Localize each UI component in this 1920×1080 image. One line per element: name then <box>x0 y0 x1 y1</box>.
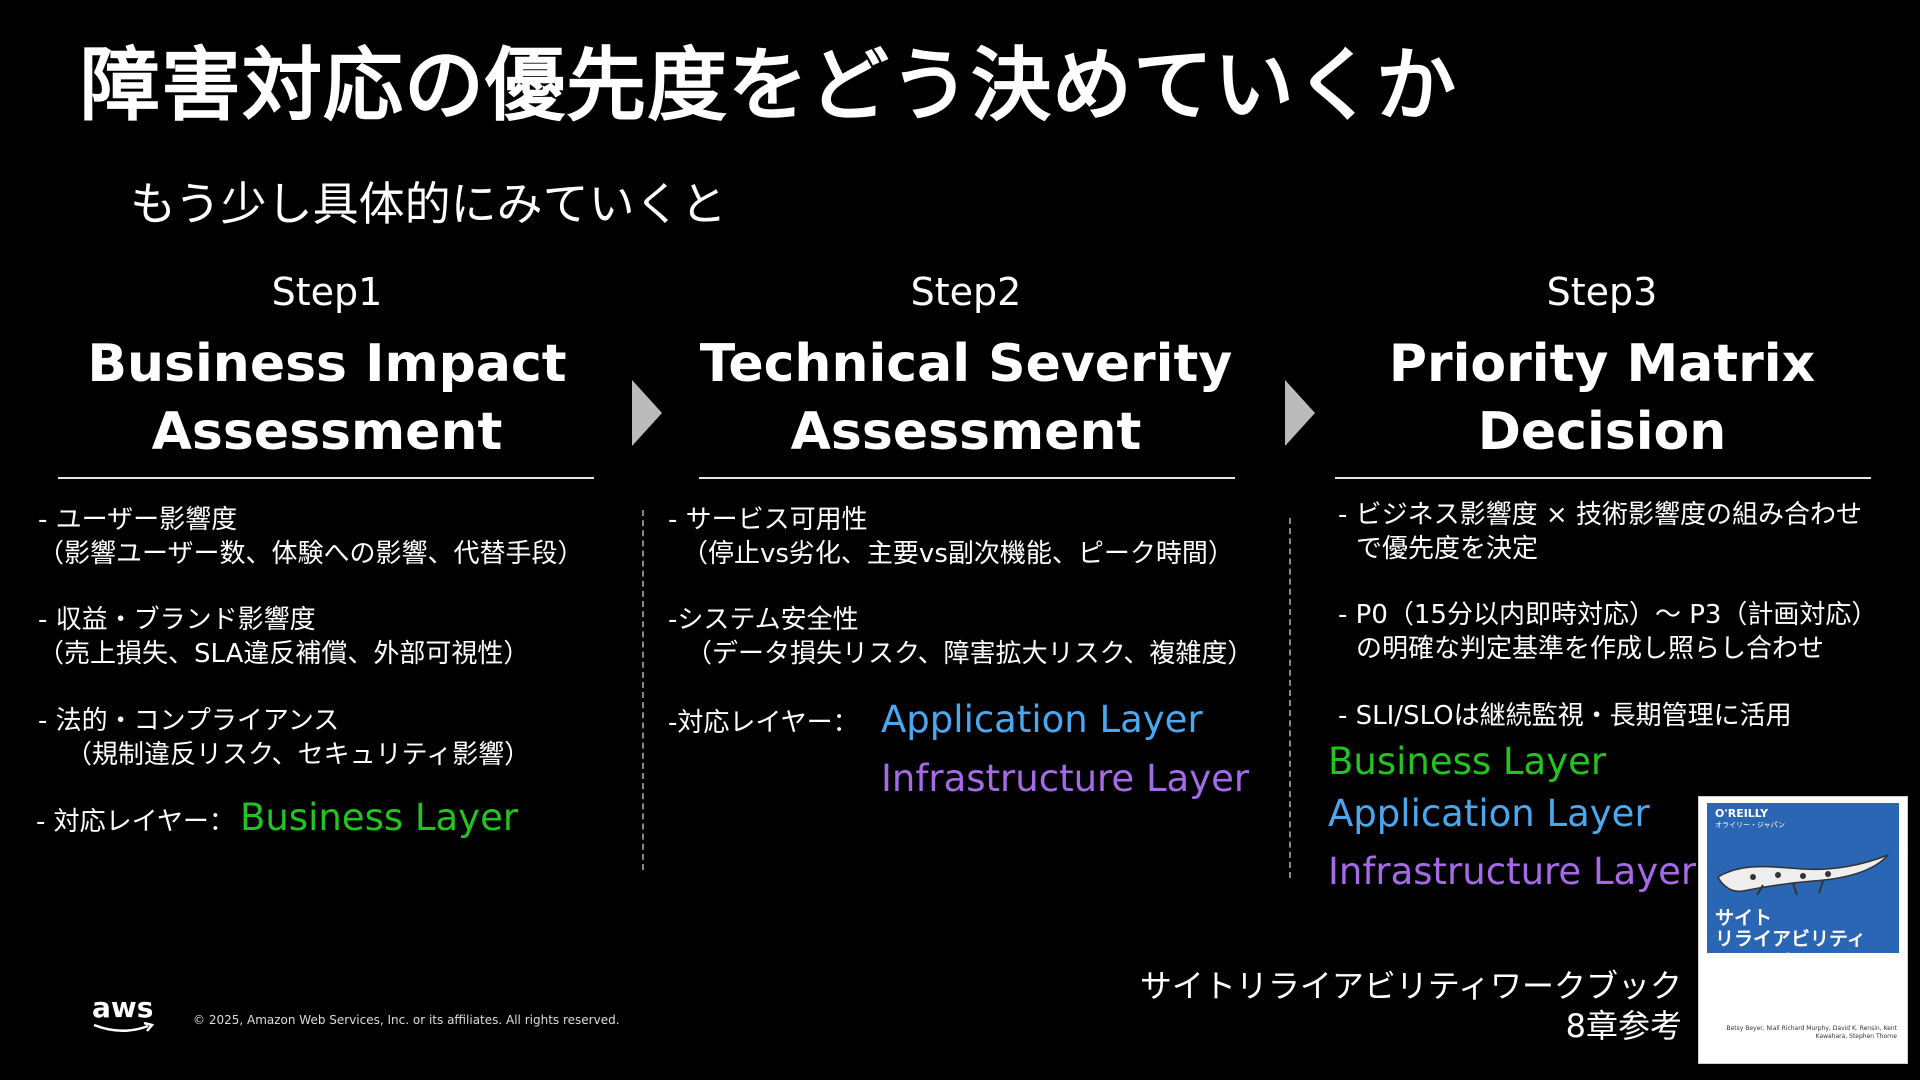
reference-chapter: 8章参考 <box>1565 1007 1682 1045</box>
step2-title-line1: Technical Severity <box>699 333 1233 394</box>
step1-title-line1: Business Impact <box>87 333 567 394</box>
step2-title-line2: Assessment <box>790 401 1142 462</box>
step3-rule <box>1335 477 1871 479</box>
item-detail: （規制違反リスク、セキュリティ影響） <box>66 740 531 770</box>
chevron-right-icon <box>1285 380 1315 446</box>
layer-application: Application Layer <box>881 698 1203 741</box>
step1-layer-row: - 対応レイヤー： Business Layer <box>36 796 518 840</box>
list-item: - P0（15分以内即時対応）～ P3（計画対応） の明確な判定基準を作成し照ら… <box>1338 598 1877 666</box>
reference-note: サイトリライアビリティワークブック 8章参考 <box>1140 966 1682 1046</box>
list-item: - 収益・ブランド影響度 （売上損失、SLA違反補償、外部可視性） <box>38 603 529 671</box>
step1-label: Step1 <box>271 270 383 314</box>
step2-label: Step2 <box>910 270 1022 314</box>
list-item: - SLI/SLOは継続監視・長期管理に活用 <box>1338 699 1792 733</box>
lizard-icon <box>1713 847 1893 901</box>
layer-business: Business Layer <box>239 796 519 839</box>
step1-rule <box>58 477 594 479</box>
step1-title: Business Impact Assessment <box>47 330 607 466</box>
step3-title: Priority Matrix Decision <box>1322 330 1882 466</box>
reference-title: サイトリライアビリティワークブック <box>1139 967 1682 1005</box>
step3-title-line2: Decision <box>1477 401 1727 462</box>
layer-infrastructure: Infrastructure Layer <box>881 757 1250 800</box>
aws-logo-text: aws <box>92 991 154 1024</box>
item-detail: （売上損失、SLA違反補償、外部可視性） <box>38 639 530 669</box>
item-heading: - 法的・コンプライアンス <box>38 706 340 736</box>
list-item: - サービス可用性 （停止vs劣化、主要vs副次機能、ピーク時間） <box>668 503 1234 571</box>
item-detail: の明確な判定基準を作成し照らし合わせ <box>1356 634 1825 664</box>
layer-prefix: -対応レイヤー： <box>668 708 859 738</box>
book-cover-image: O'REILLY オライリー・ジャパン サイト リライアビリティ ワークブック … <box>1698 796 1908 1064</box>
book-title: サイト <box>1715 907 1772 929</box>
item-heading: - ユーザー影響度 <box>38 505 238 535</box>
book-publisher-sub: オライリー・ジャパン <box>1715 821 1785 829</box>
page-subtitle: もう少し具体的にみていくと <box>130 177 727 231</box>
layer-infrastructure: Infrastructure Layer <box>1328 850 1697 893</box>
list-item: - ビジネス影響度 × 技術影響度の組み合わせ で優先度を決定 <box>1338 498 1862 566</box>
column-divider <box>642 510 644 870</box>
item-heading: -システム安全性 <box>668 605 859 635</box>
book-subtitle: SREの実践方法 <box>1715 988 1764 996</box>
step3-header: Step3 Priority Matrix Decision <box>1322 270 1882 466</box>
step2-rule <box>699 477 1235 479</box>
item-heading: - 収益・ブランド影響度 <box>38 605 316 635</box>
book-title-lower: リライアビリティ ワークブック <box>1715 927 1866 975</box>
page-title: 障害対応の優先度をどう決めていくか <box>80 39 1457 132</box>
item-heading: - SLI/SLOは継続監視・長期管理に活用 <box>1338 701 1792 731</box>
layer-business: Business Layer <box>1328 740 1607 783</box>
book-publisher: O'REILLY <box>1715 807 1769 820</box>
layer-application: Application Layer <box>1328 792 1650 835</box>
list-item: -システム安全性 （データ損失リスク、障害拡大リスク、複雑度） <box>668 603 1253 671</box>
book-cover-band: O'REILLY オライリー・ジャパン サイト <box>1707 803 1899 953</box>
step1-header: Step1 Business Impact Assessment <box>47 270 607 466</box>
step2-header: Step2 Technical Severity Assessment <box>686 270 1246 466</box>
item-detail: で優先度を決定 <box>1356 534 1539 564</box>
step3-title-line1: Priority Matrix <box>1388 333 1816 394</box>
item-detail: （データ損失リスク、障害拡大リスク、複雑度） <box>686 639 1254 669</box>
item-heading: - サービス可用性 <box>668 505 868 535</box>
book-authors: Betsy Beyer, Niall Richard Murphy, David… <box>1726 1025 1897 1040</box>
step3-label: Step3 <box>1546 270 1658 314</box>
list-item: - ユーザー影響度 （影響ユーザー数、体験への影響、代替手段） <box>38 503 583 571</box>
item-heading: - ビジネス影響度 × 技術影響度の組み合わせ <box>1338 500 1862 530</box>
item-detail: （停止vs劣化、主要vs副次機能、ピーク時間） <box>682 539 1234 569</box>
item-detail: （影響ユーザー数、体験への影響、代替手段） <box>38 539 584 569</box>
book-title-line: ワークブック <box>1715 952 1830 974</box>
aws-logo-icon: aws <box>92 994 156 1034</box>
chevron-right-icon <box>632 380 662 446</box>
copyright-notice: © 2025, Amazon Web Services, Inc. or its… <box>193 1013 620 1027</box>
layer-prefix: - 対応レイヤー： <box>36 807 235 837</box>
book-title-line: サイト <box>1715 907 1773 929</box>
column-divider <box>1289 518 1291 878</box>
list-item: - 法的・コンプライアンス （規制違反リスク、セキュリティ影響） <box>38 704 530 772</box>
item-heading: - P0（15分以内即時対応）～ P3（計画対応） <box>1338 600 1878 630</box>
step1-title-line2: Assessment <box>151 401 503 462</box>
book-title-line: リライアビリティ <box>1715 928 1866 950</box>
step2-title: Technical Severity Assessment <box>686 330 1246 466</box>
